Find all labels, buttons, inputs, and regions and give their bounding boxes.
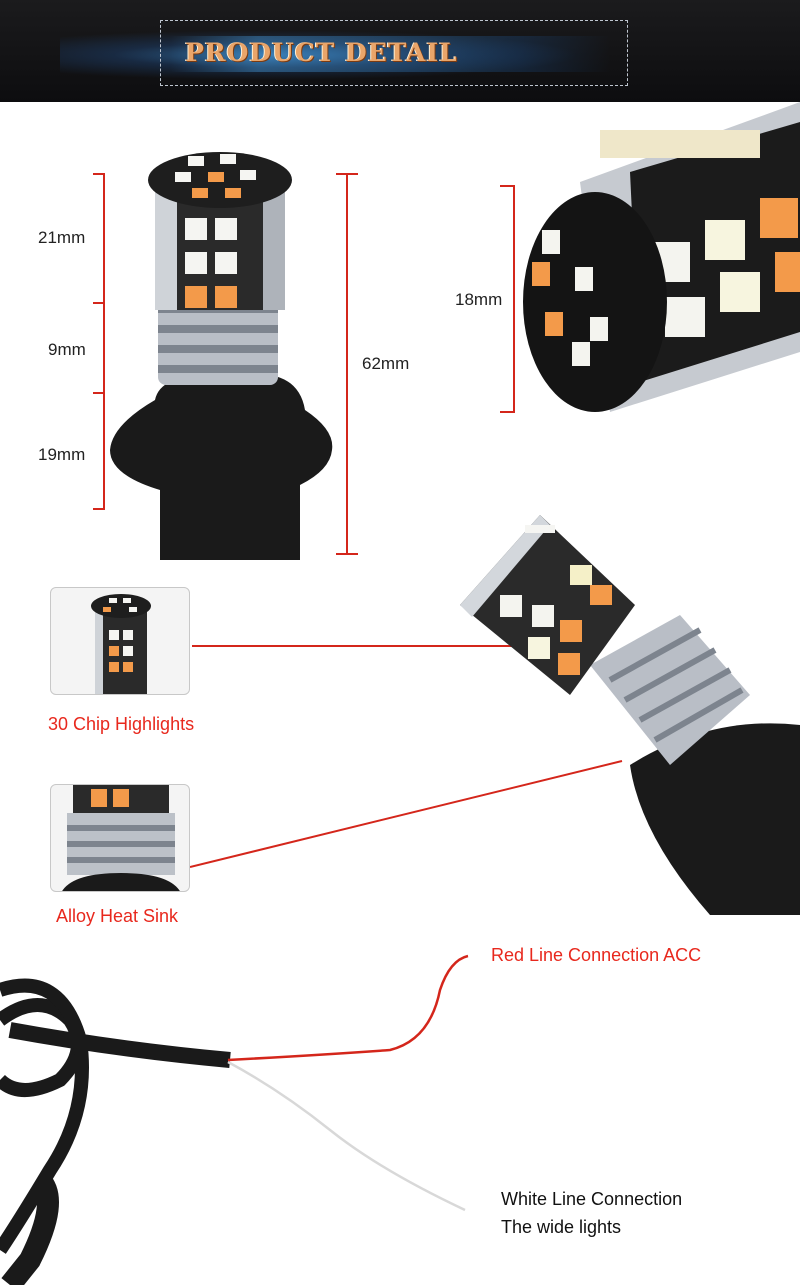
- chips-label: 30 Chip Highlights: [48, 714, 195, 734]
- wire-cable-photo: [0, 954, 469, 1285]
- dim-tick: [500, 411, 515, 413]
- chips-thumbnail: [50, 587, 190, 695]
- banner-frame: [160, 20, 628, 86]
- dim-label-total: 62mm: [362, 354, 410, 373]
- dim-tick: [500, 185, 515, 187]
- bulb-photo-angled: [460, 515, 800, 915]
- heatsink-thumbnail-image: [62, 785, 180, 891]
- white-wire-label-line1: White Line Connection: [501, 1189, 683, 1209]
- dim-label-middle: 9mm: [48, 340, 86, 359]
- banner-bar: [170, 36, 610, 72]
- bulb-photo-main: [110, 152, 333, 560]
- heatsink-label: Alloy Heat Sink: [56, 906, 179, 926]
- dim-bracket-diameter: [513, 185, 515, 413]
- dim-tick: [336, 173, 358, 175]
- bulb-photo-topview: [523, 102, 800, 412]
- white-wire-label-line2: The wide lights: [501, 1217, 622, 1237]
- page-title: PRODUCT DETAIL: [185, 38, 458, 67]
- heatsink-pointer-line: [190, 760, 623, 868]
- dim-label-bottom: 19mm: [38, 445, 86, 464]
- dim-label-diameter: 18mm: [455, 290, 503, 309]
- chips-thumbnail-image: [91, 594, 151, 694]
- dim-tick: [93, 173, 105, 175]
- red-wire-label: Red Line Connection ACC: [491, 945, 702, 965]
- dim-tick: [336, 553, 358, 555]
- dim-label-top: 21mm: [38, 228, 86, 247]
- banner-glow: [60, 30, 580, 80]
- dim-bracket-left: [103, 173, 105, 510]
- chips-pointer-line: [192, 645, 512, 647]
- dim-bracket-total: [346, 173, 348, 555]
- dim-tick: [93, 392, 105, 394]
- dim-tick: [93, 508, 105, 510]
- header-banner: PRODUCT DETAIL: [0, 0, 800, 102]
- dim-tick: [93, 302, 105, 304]
- heatsink-thumbnail: [50, 784, 190, 892]
